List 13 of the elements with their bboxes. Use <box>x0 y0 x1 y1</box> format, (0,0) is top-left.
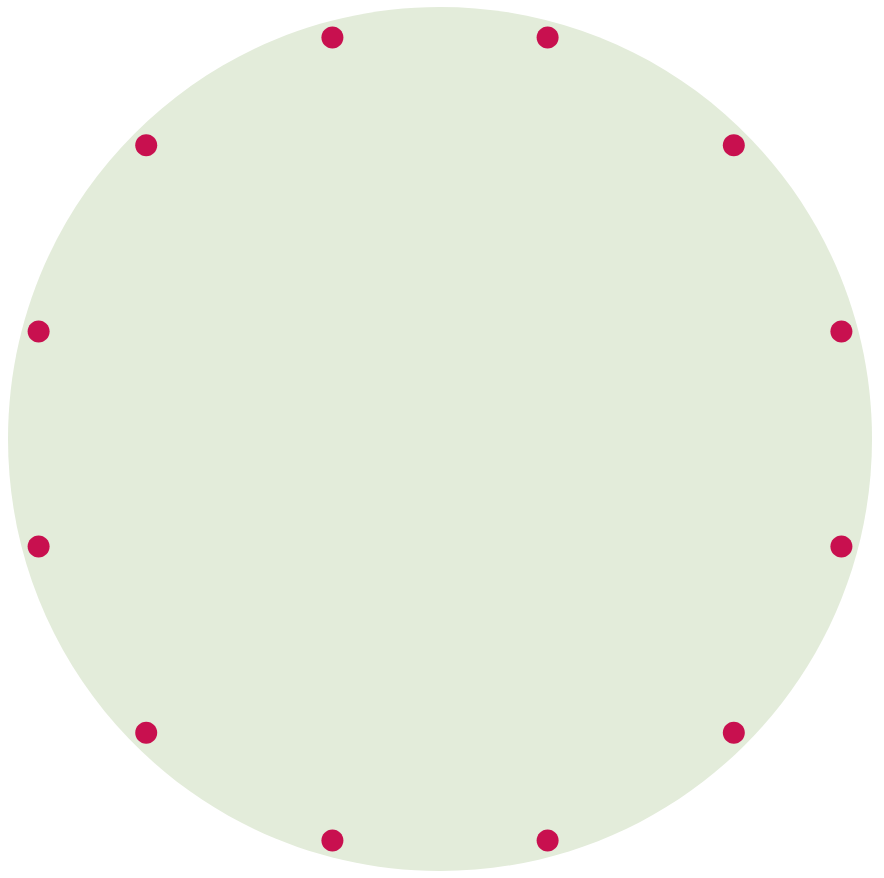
dot <box>135 721 158 744</box>
dot <box>135 134 158 157</box>
dot <box>722 134 745 157</box>
dot <box>27 320 50 343</box>
dot <box>321 829 344 852</box>
dot <box>722 721 745 744</box>
dot <box>27 535 50 558</box>
dot <box>830 535 853 558</box>
disc-shape <box>8 7 872 871</box>
dot <box>321 26 344 49</box>
dot <box>536 829 559 852</box>
dot <box>830 320 853 343</box>
dot <box>536 26 559 49</box>
